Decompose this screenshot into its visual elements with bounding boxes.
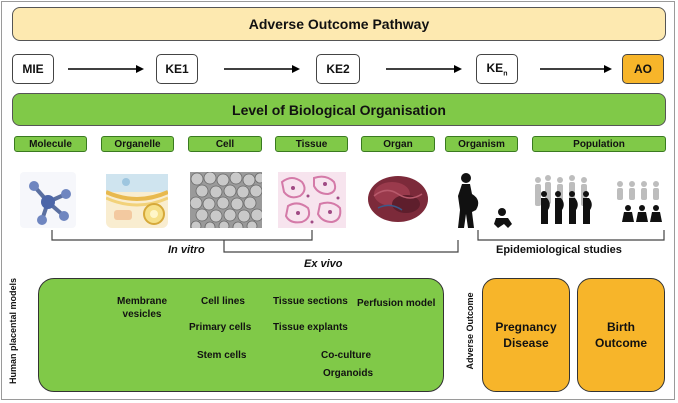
- model-organoids: Organoids: [323, 368, 374, 379]
- level-organism: Organism: [445, 136, 518, 152]
- model-membrane-vesicles: Membrane vesicles: [116, 296, 167, 320]
- model-primary-cells: Primary cells: [189, 322, 252, 333]
- model-tissue-explants: Tissue explants: [273, 322, 348, 333]
- ke1-box: KE1: [156, 54, 198, 84]
- model-stem-cells: Stem cells: [197, 350, 247, 361]
- epidemiological-bracket: [477, 230, 665, 241]
- model-co-culture: Co-culture: [321, 350, 371, 361]
- ao-label: AO: [634, 62, 652, 76]
- molecule-image: [20, 172, 76, 228]
- model-tissue-sections: Tissue sections: [273, 296, 348, 307]
- population-image: [535, 175, 662, 224]
- organisation-banner: Level of Biological Organisation: [12, 93, 666, 126]
- in-vitro-label: In vitro: [168, 244, 205, 256]
- ex-vivo-label: Ex vivo: [304, 258, 343, 270]
- epidemiological-label: Epidemiological studies: [496, 244, 622, 256]
- organ-image: [368, 176, 428, 222]
- level-population: Population: [532, 136, 666, 152]
- ke2-label: KE2: [326, 62, 350, 76]
- level-organ: Organ: [361, 136, 435, 152]
- level-organelle: Organelle: [101, 136, 174, 152]
- arrow-ken-ao: [540, 65, 612, 73]
- models-box: Membrane vesicles Cell lines Primary cel…: [38, 278, 444, 392]
- aop-banner: Adverse Outcome Pathway: [12, 7, 666, 41]
- level-molecule: Molecule: [14, 136, 87, 152]
- organism-image: [458, 173, 512, 228]
- arrow-mie-ke1: [68, 65, 144, 73]
- tissue-image: [278, 172, 346, 228]
- ke1-label: KE1: [165, 62, 189, 76]
- model-cell-lines: Cell lines: [201, 296, 245, 307]
- cell-image: [190, 172, 262, 228]
- pregnancy-disease-label: Pregnancy Disease: [495, 320, 557, 350]
- mie-box: MIE: [12, 54, 54, 84]
- model-perfusion: Perfusion model: [357, 298, 436, 309]
- adverse-outcome-label: Adverse Outcome: [465, 292, 475, 370]
- birth-outcome-box: Birth Outcome: [577, 278, 665, 392]
- birth-outcome-label: Birth Outcome: [594, 320, 647, 350]
- ao-box: AO: [622, 54, 664, 84]
- ken-label: KEn: [486, 60, 508, 78]
- arrow-ke1-ke2: [224, 65, 300, 73]
- pregnancy-disease-box: Pregnancy Disease: [482, 278, 570, 392]
- organisation-title: Level of Biological Organisation: [232, 101, 446, 118]
- ke2-box: KE2: [316, 54, 360, 84]
- ken-box: KEn: [476, 54, 518, 84]
- arrow-ke2-ken: [386, 65, 462, 73]
- study-brackets: [51, 230, 459, 253]
- level-cell: Cell: [188, 136, 262, 152]
- aop-title: Adverse Outcome Pathway: [248, 16, 430, 32]
- organelle-image: [106, 174, 168, 228]
- level-tissue: Tissue: [275, 136, 348, 152]
- mie-label: MIE: [22, 62, 44, 76]
- human-models-label: Human placental models: [8, 277, 18, 385]
